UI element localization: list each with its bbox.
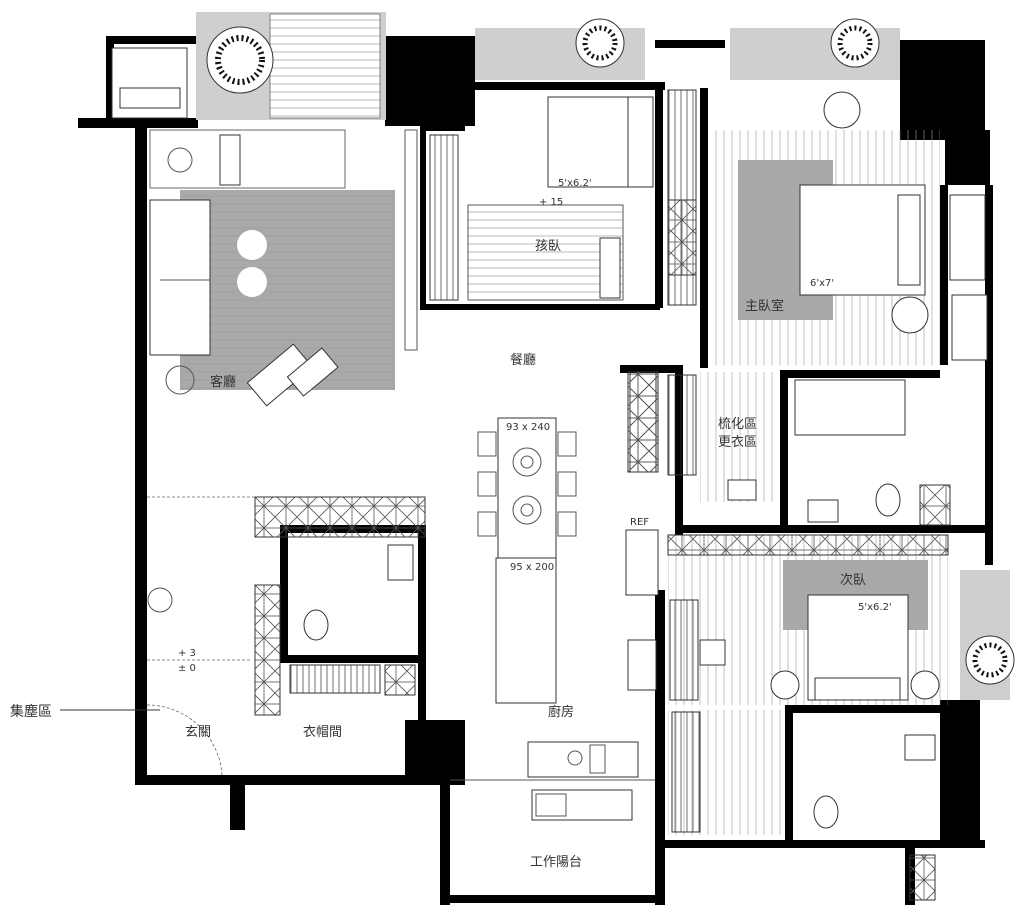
- master-bed-size: 6'x7': [810, 278, 834, 289]
- planter-balcony-kids: [475, 18, 645, 80]
- dust-area-label: 集塵區: [10, 703, 52, 720]
- master-bedroom: [667, 89, 988, 365]
- second-bathroom: [668, 710, 936, 901]
- second-bedroom-label: 次臥: [840, 572, 866, 588]
- master-bathroom: [794, 379, 951, 526]
- planter-balcony-second: [960, 570, 1015, 700]
- kids-bedroom: [429, 96, 654, 301]
- closet-label: 更衣區: [718, 434, 757, 450]
- cloakroom-label: 衣帽間: [303, 724, 342, 740]
- living-room-label: 客廳: [210, 374, 236, 390]
- dressing-label: 梳化區: [718, 417, 757, 432]
- planter-balcony-master: [730, 18, 900, 80]
- service-balcony-label: 工作陽台: [530, 855, 582, 870]
- entry-level-top: + 3: [178, 648, 196, 659]
- second-bedroom: [667, 534, 949, 705]
- dining-label: 餐廳: [510, 352, 536, 368]
- dining-area: [477, 371, 657, 559]
- island-size: 95 x 200: [510, 562, 554, 573]
- kitchen: [495, 529, 659, 778]
- planter-balcony-left: [111, 12, 386, 120]
- dining-table-size: 93 x 240: [506, 422, 550, 433]
- dimension-labels: 5'x6.2' + 15 6'x7' 5'x6.2' 93 x 240 95 x…: [178, 178, 892, 674]
- exterior-walls: [78, 36, 993, 905]
- kids-bed-size: 5'x6.2': [558, 178, 592, 189]
- fridge-label: REF: [630, 517, 649, 528]
- master-bedroom-label: 主臥室: [745, 298, 784, 314]
- entrance-cloakroom: [146, 496, 426, 776]
- room-labels: 客廳 孩臥 主臥室 餐廳 梳化區 更衣區 次臥 玄關 衣帽間 廚房 工作陽台 集…: [10, 239, 866, 870]
- second-bed-size: 5'x6.2': [858, 602, 892, 613]
- kids-bedroom-label: 孩臥: [535, 239, 561, 254]
- kitchen-label: 廚房: [548, 704, 574, 720]
- living-room: [149, 129, 418, 407]
- entry-level-bottom: ± 0: [178, 663, 196, 674]
- kids-level: + 15: [539, 197, 563, 208]
- service-balcony: [450, 779, 655, 821]
- entrance-label: 玄關: [185, 725, 211, 740]
